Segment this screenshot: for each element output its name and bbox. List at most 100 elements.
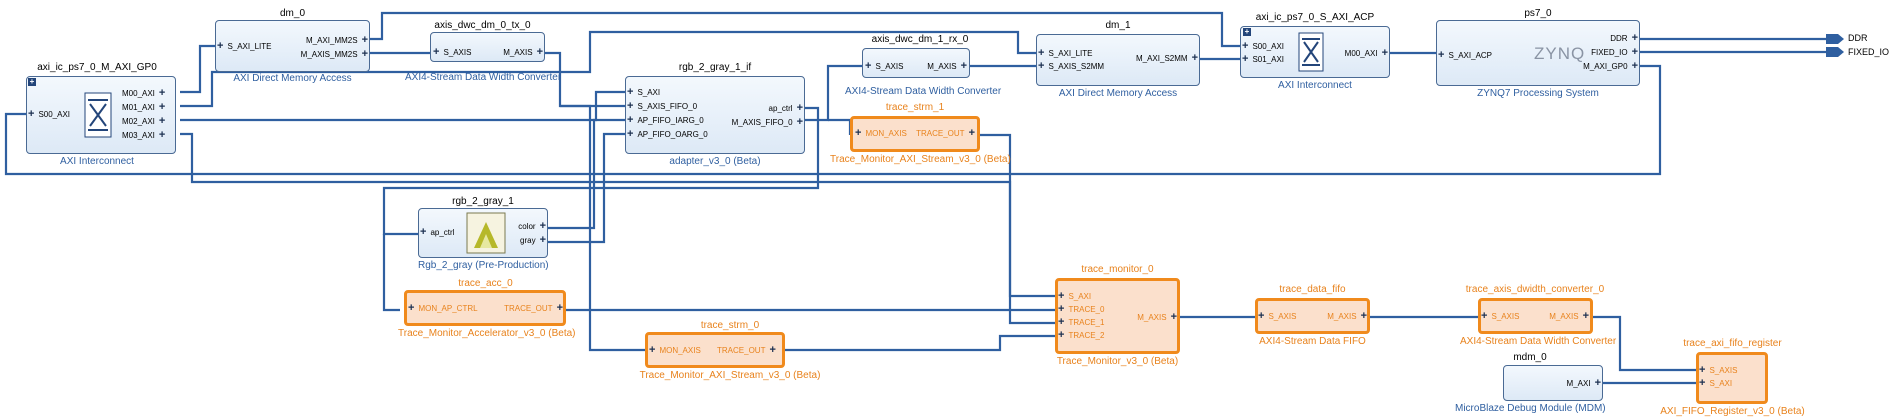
port-ddr[interactable]: DDR bbox=[1610, 32, 1638, 44]
wire-dm0-mm2s bbox=[370, 11, 1240, 48]
port-m02-axi[interactable]: M02_AXI bbox=[122, 115, 165, 127]
port-fixed-io[interactable]: FIXED_IO bbox=[1591, 46, 1638, 58]
port-m-axis[interactable]: M_AXIS bbox=[927, 60, 967, 72]
port-m-axis-fifo-0[interactable]: M_AXIS_FIFO_0 bbox=[732, 116, 803, 128]
block-axi-ic-ps7-0-m-axi-gp0[interactable]: axi_ic_ps7_0_M_AXI_GP0 + S00_AXI M00_AXI… bbox=[22, 62, 192, 170]
block-mdm-0[interactable]: mdm_0 M_AXI MicroBlaze Debug Module (MDM… bbox=[1455, 352, 1606, 418]
port-m-axi-mm2s[interactable]: M_AXI_MM2S bbox=[306, 34, 368, 46]
wire-strm1-monitor bbox=[980, 133, 1055, 325]
block-subtitle: AXI4-Stream Data Width Converter bbox=[1460, 336, 1617, 347]
block-trace-data-fifo[interactable]: trace_data_fifo S_AXIS M_AXIS AXI4-Strea… bbox=[1250, 284, 1375, 350]
block-subtitle: AXI4-Stream Data Width Converter bbox=[405, 72, 562, 83]
hls-ip-icon bbox=[466, 212, 506, 254]
ext-port-ddr[interactable]: DDR bbox=[1848, 33, 1868, 43]
port-m-axi[interactable]: M_AXI bbox=[1567, 377, 1601, 389]
port-s-axis[interactable]: S_AXIS bbox=[865, 60, 903, 72]
wire-gray bbox=[548, 132, 625, 244]
port-mon-ap-ctrl[interactable]: MON_AP_CTRL bbox=[408, 302, 477, 314]
port-m00-axi[interactable]: M00_AXI bbox=[122, 87, 165, 99]
wire-apctrl-acc bbox=[382, 234, 400, 312]
block-ps7-0[interactable]: ps7_0 S_AXI_ACP ZYNQ DDR FIXED_IO M_AXI_… bbox=[1436, 8, 1640, 100]
block-title: trace_strm_1 bbox=[885, 102, 945, 113]
port-ap-ctrl[interactable]: ap_ctrl bbox=[769, 102, 803, 114]
port-trace-out[interactable]: TRACE_OUT bbox=[916, 127, 975, 139]
port-s-axi[interactable]: S_AXI bbox=[1699, 377, 1732, 389]
port-m00-axi[interactable]: M00_AXI bbox=[1345, 47, 1388, 59]
port-mon-axis[interactable]: MON_AXIS bbox=[855, 127, 906, 139]
block-axi-ic-ps7-0-s-axi-acp[interactable]: axi_ic_ps7_0_S_AXI_ACP + S00_AXI S01_AXI… bbox=[1240, 12, 1390, 92]
block-subtitle: Trace_Monitor_AXI_Stream_v3_0 (Beta) bbox=[830, 154, 1011, 165]
port-s-axis[interactable]: S_AXIS bbox=[1699, 364, 1737, 376]
port-m-axis[interactable]: M_AXIS bbox=[1549, 310, 1589, 322]
port-s-axis[interactable]: S_AXIS bbox=[1258, 310, 1296, 322]
block-dm-1[interactable]: dm_1 S_AXI_LITE S_AXIS_S2MM M_AXI_S2MM A… bbox=[1036, 20, 1200, 100]
port-trace-0[interactable]: TRACE_0 bbox=[1058, 303, 1104, 315]
port-ap-ctrl[interactable]: ap_ctrl bbox=[420, 226, 454, 238]
expand-icon[interactable]: + bbox=[1243, 27, 1251, 36]
ext-port-fixed-io[interactable]: FIXED_IO bbox=[1848, 47, 1889, 57]
block-subtitle: Trace_Monitor_AXI_Stream_v3_0 (Beta) bbox=[639, 370, 821, 381]
block-trace-acc-0[interactable]: trace_acc_0 MON_AP_CTRL TRACE_OUT Trace_… bbox=[398, 278, 576, 344]
fixedio-port-arrow bbox=[1826, 47, 1844, 57]
block-subtitle: AXI Interconnect bbox=[1278, 80, 1352, 91]
block-trace-strm-1[interactable]: trace_strm_1 MON_AXIS TRACE_OUT Trace_Mo… bbox=[830, 102, 1011, 168]
port-ap-fifo-oarg-0[interactable]: AP_FIFO_OARG_0 bbox=[627, 128, 707, 140]
port-s-axis[interactable]: S_AXIS bbox=[433, 46, 471, 58]
port-s01-axi[interactable]: S01_AXI bbox=[1242, 53, 1284, 65]
block-trace-strm-0[interactable]: trace_strm_0 MON_AXIS TRACE_OUT Trace_Mo… bbox=[625, 320, 835, 386]
block-title: ps7_0 bbox=[1524, 8, 1552, 19]
port-s-axi-acp[interactable]: S_AXI_ACP bbox=[1438, 49, 1492, 61]
port-s00-axi[interactable]: S00_AXI bbox=[1242, 40, 1284, 52]
port-s00-axi[interactable]: S00_AXI bbox=[28, 108, 70, 120]
port-m-axis[interactable]: M_AXIS bbox=[1137, 311, 1177, 323]
wire-color bbox=[548, 118, 625, 230]
block-title: rgb_2_gray_1_if bbox=[678, 62, 752, 73]
crossbar-icon bbox=[84, 92, 112, 138]
port-ap-fifo-iarg-0[interactable]: AP_FIFO_IARG_0 bbox=[627, 114, 703, 126]
block-title: axi_ic_ps7_0_M_AXI_GP0 bbox=[37, 62, 157, 73]
block-subtitle: AXI4-Stream Data Width Converter bbox=[845, 86, 1002, 97]
port-s-axi[interactable]: S_AXI bbox=[1058, 290, 1091, 302]
port-color[interactable]: color bbox=[518, 220, 546, 232]
wire-gp0-to-ic bbox=[4, 64, 1662, 176]
port-s-axi-lite[interactable]: S_AXI_LITE bbox=[217, 40, 271, 52]
block-dm-0[interactable]: dm_0 S_AXI_LITE M_AXI_MM2S M_AXIS_MM2S A… bbox=[215, 8, 370, 88]
port-m03-axi[interactable]: M03_AXI bbox=[122, 129, 165, 141]
wire-adapter-dwc-rx bbox=[805, 64, 862, 122]
wire-m01-dm1 bbox=[180, 30, 1036, 108]
port-trace-out[interactable]: TRACE_OUT bbox=[717, 344, 776, 356]
expand-icon[interactable]: + bbox=[28, 77, 36, 86]
port-m-axis-mm2s[interactable]: M_AXIS_MM2S bbox=[301, 48, 368, 60]
port-mon-axis[interactable]: MON_AXIS bbox=[649, 344, 700, 356]
port-s-axis-s2mm[interactable]: S_AXIS_S2MM bbox=[1038, 60, 1104, 72]
port-s-axis[interactable]: S_AXIS bbox=[1481, 310, 1519, 322]
block-trace-monitor-0[interactable]: trace_monitor_0 S_AXI TRACE_0 TRACE_1 TR… bbox=[1050, 264, 1185, 370]
block-title: mdm_0 bbox=[1513, 352, 1547, 363]
port-m01-axi[interactable]: M01_AXI bbox=[122, 101, 165, 113]
block-subtitle: Trace_Monitor_v3_0 (Beta) bbox=[1056, 356, 1179, 367]
port-s-axi[interactable]: S_AXI bbox=[627, 86, 660, 98]
port-trace-1[interactable]: TRACE_1 bbox=[1058, 316, 1104, 328]
block-rgb-2-gray-1-if[interactable]: rgb_2_gray_1_if S_AXI S_AXIS_FIFO_0 AP_F… bbox=[625, 62, 805, 170]
block-title: dm_1 bbox=[1105, 20, 1131, 31]
block-rgb-2-gray-1[interactable]: rgb_2_gray_1 ap_ctrl color gray Rgb_2_gr… bbox=[418, 196, 549, 276]
block-axis-dwc-dm-0-tx-0[interactable]: axis_dwc_dm_0_tx_0 S_AXIS M_AXIS AXI4-St… bbox=[405, 20, 562, 90]
block-subtitle: Rgb_2_gray (Pre-Production) bbox=[418, 260, 549, 271]
port-trace-out[interactable]: TRACE_OUT bbox=[504, 302, 563, 314]
port-m-axis[interactable]: M_AXIS bbox=[1327, 310, 1367, 322]
block-subtitle: adapter_v3_0 (Beta) bbox=[669, 156, 761, 167]
block-trace-axis-dwidth-converter-0[interactable]: trace_axis_dwidth_converter_0 S_AXIS M_A… bbox=[1460, 284, 1617, 350]
block-axis-dwc-dm-1-rx-0[interactable]: axis_dwc_dm_1_rx_0 S_AXIS M_AXIS AXI4-St… bbox=[845, 34, 1002, 104]
block-title: dm_0 bbox=[279, 8, 305, 19]
port-gray[interactable]: gray bbox=[520, 234, 546, 246]
port-s-axis-fifo-0[interactable]: S_AXIS_FIFO_0 bbox=[627, 100, 697, 112]
port-trace-2[interactable]: TRACE_2 bbox=[1058, 329, 1104, 341]
port-m-axi-s2mm[interactable]: M_AXI_S2MM bbox=[1136, 52, 1198, 64]
port-m-axis[interactable]: M_AXIS bbox=[503, 46, 543, 58]
ddr-port-arrow bbox=[1826, 34, 1844, 44]
block-subtitle: AXI Interconnect bbox=[60, 156, 134, 167]
block-trace-axi-fifo-register[interactable]: trace_axi_fifo_register S_AXIS S_AXI AXI… bbox=[1660, 338, 1805, 418]
port-s-axi-lite[interactable]: S_AXI_LITE bbox=[1038, 47, 1092, 59]
port-m-axi-gp0[interactable]: M_AXI_GP0 bbox=[1583, 60, 1638, 72]
block-title: trace_axis_dwidth_converter_0 bbox=[1465, 284, 1605, 295]
